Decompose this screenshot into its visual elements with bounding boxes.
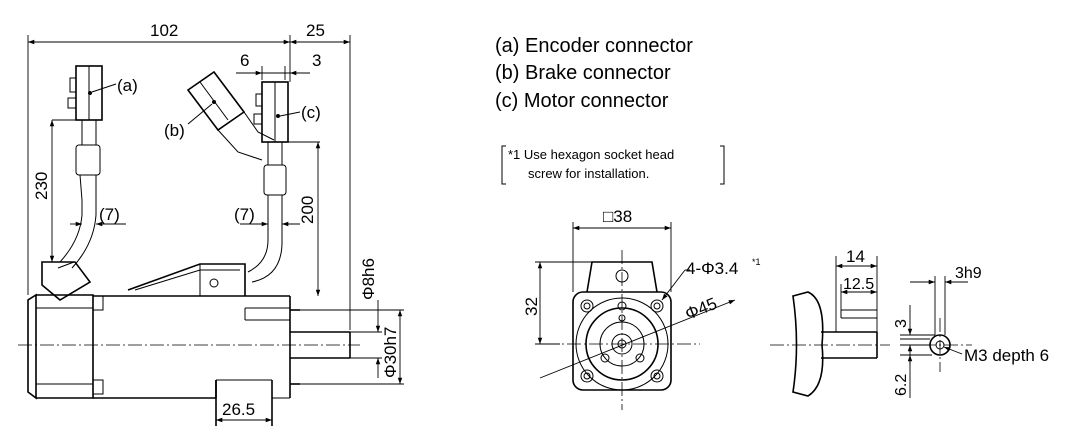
dim-holes-footnote: *1 bbox=[752, 257, 761, 267]
encoder-cable bbox=[59, 65, 117, 269]
shaft-flange-break bbox=[792, 291, 824, 397]
dim-32: 32 bbox=[522, 297, 541, 316]
dim-200: 200 bbox=[298, 196, 317, 224]
dim-26-5: 26.5 bbox=[222, 400, 255, 419]
shaft-detail-view: 14 12.5 3h9 3 6.2 M3 depth 6 bbox=[770, 247, 1049, 398]
dim-phi30h7: Φ30h7 bbox=[381, 327, 400, 378]
brake-connector bbox=[186, 70, 275, 161]
dim-12-5: 12.5 bbox=[843, 276, 874, 293]
legend-encoder-connector: (a) Encoder connector bbox=[495, 35, 693, 57]
dim-7-left: (7) bbox=[99, 205, 120, 224]
dim-square38: □38 bbox=[603, 207, 632, 226]
legend-brake-connector: (b) Brake connector bbox=[495, 62, 671, 84]
installation-note: *1 Use hexagon socket head screw for ins… bbox=[501, 145, 725, 185]
dim-7-right: (7) bbox=[234, 205, 255, 224]
note-line-2: screw for installation. bbox=[528, 166, 649, 181]
motor-cable bbox=[247, 81, 301, 283]
dim-6-2: 6.2 bbox=[893, 374, 910, 396]
dim-phi45: Φ45 bbox=[682, 294, 719, 324]
label-c: (c) bbox=[301, 103, 321, 122]
label-b: (b) bbox=[164, 121, 185, 140]
motor-end-cap bbox=[27, 261, 104, 400]
label-a: (a) bbox=[117, 76, 138, 95]
dim-25: 25 bbox=[306, 21, 325, 40]
dim-6: 6 bbox=[240, 51, 249, 70]
note-bracket-left bbox=[501, 145, 506, 185]
mounting-holes bbox=[580, 299, 664, 383]
legend-motor-connector: (c) Motor connector bbox=[495, 90, 669, 112]
side-view: (a) (b) (c) bbox=[18, 21, 404, 426]
motor-body bbox=[93, 263, 300, 426]
front-view: □38 32 4-Φ3.4 *1 Φ45 bbox=[522, 207, 761, 410]
dim-m3-depth: M3 depth 6 bbox=[964, 346, 1049, 365]
dim-phi8h6: Φ8h6 bbox=[359, 258, 378, 300]
dim-102: 102 bbox=[150, 21, 178, 40]
dim-14: 14 bbox=[846, 247, 865, 266]
dim-3h9: 3h9 bbox=[955, 265, 982, 282]
dim-230: 230 bbox=[32, 172, 51, 200]
legend: (a) Encoder connector (b) Brake connecto… bbox=[495, 35, 693, 112]
dim-holes: 4-Φ3.4 bbox=[686, 259, 738, 278]
dim-3: 3 bbox=[893, 319, 910, 328]
note-bracket-right bbox=[720, 145, 725, 185]
note-line-1: *1 Use hexagon socket head bbox=[508, 147, 674, 162]
dim-3: 3 bbox=[312, 51, 321, 70]
